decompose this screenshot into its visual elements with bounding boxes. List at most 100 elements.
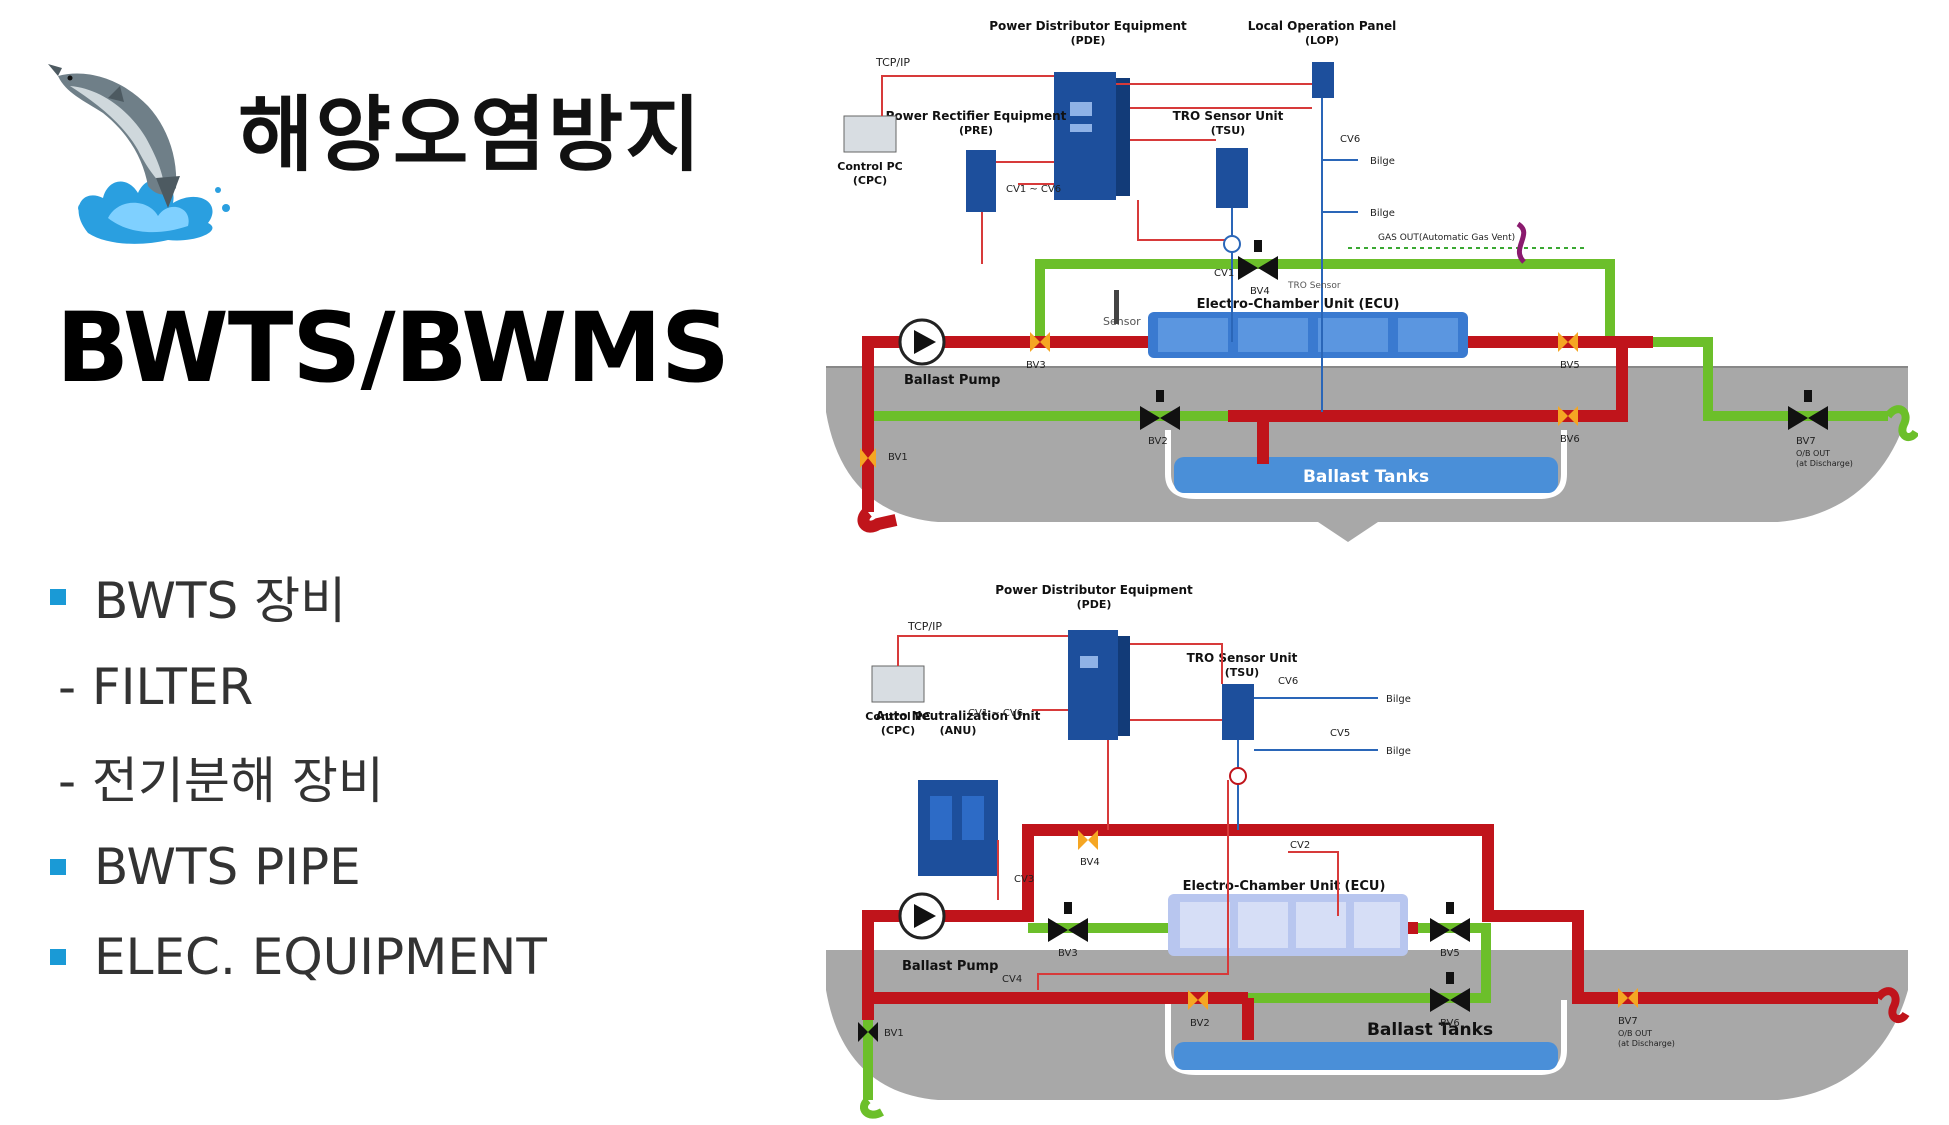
ecu-unit: Electro-Chamber Unit (ECU) [1168,879,1408,956]
cpc-label: Control PC [837,160,902,173]
valve-icon [1030,332,1050,352]
valve-icon [858,1022,878,1042]
valve-icon [1618,988,1638,1008]
cv1-label: CV1 [1214,268,1234,279]
valve-icon [1558,332,1578,352]
bv4-label: BV4 [1250,286,1270,297]
valve-icon [1788,390,1828,430]
bv2-label: BV2 [1148,436,1168,447]
bv1-label: BV1 [884,1028,904,1039]
tsu-abbr: (TSU) [1211,124,1245,137]
bv7-sub-label: (at Discharge) [1618,1039,1675,1048]
cpc-label: Control PC [865,710,930,723]
pde-abbr: (PDE) [1071,34,1106,47]
bullet-item: ELEC. EQUIPMENT [44,912,547,1002]
cpc-monitor [843,115,897,153]
ballast-pump-label: Ballast Pump [904,373,1000,388]
bilge-label: Bilge [1386,746,1411,757]
pde-cabinet [1054,72,1130,200]
ballast-tank [1165,1000,1567,1075]
pre-label: Power Rectifier Equipment [886,109,1067,123]
tcpip-label: TCP/IP [907,620,942,633]
bilge-label: Bilge [1386,694,1411,705]
pre-abbr: (PRE) [959,124,993,137]
bwts-diagram-bottom: Ballast Tanks Electro-Chamber Unit (ECU)… [826,583,1910,1119]
valve-icon [1430,902,1470,942]
valve-icon [1430,972,1470,1012]
sample-lines [1237,697,1378,830]
cv2-label: CV2 [1290,840,1310,851]
tsu-abbr: (TSU) [1225,666,1259,679]
pde-label: Power Distributor Equipment [995,583,1193,597]
bv6-label: BV6 [1560,434,1580,445]
bv4-label: BV4 [1080,857,1100,868]
bv7-sub-label: O/B OUT [1796,449,1830,458]
pde-cabinet [1068,630,1130,740]
anu-cabinet [918,780,998,876]
lop-label: Local Operation Panel [1248,19,1397,33]
ballast-tanks-label: Ballast Tanks [1367,1020,1493,1040]
bullet-item: BWTS PIPE [44,822,547,912]
bullet-label: - FILTER [58,658,254,716]
page-title-korean: 해양오염방지 [238,88,703,183]
lop-panel [1312,62,1334,98]
tcpip-label: TCP/IP [875,56,910,69]
tro-sensor-label: TRO Sensor [1287,281,1341,291]
valve-icon [1238,240,1278,280]
bv7-sub-label: O/B OUT [1618,1029,1652,1038]
salmon-splash-logo-icon [48,64,230,244]
bilge-label: Bilge [1370,208,1395,219]
cv1cv6-label: CV1 ~ CV6 [1006,184,1061,195]
bv3-label: BV3 [1058,948,1078,959]
bullet-list: BWTS 장비 - FILTER - 전기분해 장비 BWTS PIPE ELE… [44,552,547,1002]
anu-abbr: (ANU) [940,724,977,737]
bv1-label: BV1 [888,452,908,463]
ship-hull [826,367,1908,542]
ship-hull [826,950,1908,1100]
sub-bullet-item: - 전기분해 장비 [44,732,547,822]
cpc-abbr: (CPC) [853,174,887,187]
lop-abbr: (LOP) [1305,34,1339,47]
valve-icon [1558,406,1578,426]
cpc-monitor [871,665,925,703]
page-title-english: BWTS/BWMS [56,292,730,404]
ecu-unit: Electro-Chamber Unit (ECU) [1148,297,1468,358]
pre-cabinet [966,150,996,212]
tsu-label: TRO Sensor Unit [1173,109,1284,123]
bullet-label: ELEC. EQUIPMENT [94,928,547,986]
cpc-abbr: (CPC) [881,724,915,737]
bullet-label: - 전기분해 장비 [58,752,384,810]
bv2-label: BV2 [1190,1018,1210,1029]
ballast-pump-label: Ballast Pump [902,959,998,974]
control-cables [897,635,1339,990]
pde-label: Power Distributor Equipment [989,19,1187,33]
bullet-label: BWTS PIPE [94,838,361,896]
pump-icon [898,892,946,940]
bullet-square-icon [50,949,66,965]
pump-icon [898,318,946,366]
bullet-square-icon [50,589,66,605]
bv6-label: BV6 [1440,1018,1460,1029]
bv5-label: BV5 [1560,360,1580,371]
tsu-label: TRO Sensor Unit [1187,651,1298,665]
ballast-tank [1165,430,1567,499]
valve-icon [1188,990,1208,1010]
valve-icon [1078,830,1098,850]
sub-bullet-item: - FILTER [44,642,547,732]
ecu-label: Electro-Chamber Unit (ECU) [1183,879,1386,894]
control-cables [881,75,1312,264]
tsu-unit [1216,148,1248,208]
anu-label: Auto Neutralization Unit [876,709,1041,723]
bullet-item: BWTS 장비 [44,552,547,642]
bv7-sub-label: (at Discharge) [1796,459,1853,468]
sample-lines [1231,98,1358,412]
bv7-label: BV7 [1796,436,1816,447]
cv1cv6-label: CV1 ~ CV6 [968,708,1023,719]
cv5-label: CV5 [1330,728,1350,739]
valve-icon [1140,390,1180,430]
pde-abbr: (PDE) [1077,598,1112,611]
bv5-label: BV5 [1440,948,1460,959]
ecu-label: Electro-Chamber Unit (ECU) [1197,297,1400,312]
bwts-diagram-top: Ballast Tanks Electro-Chamber Unit (ECU)… [826,19,1918,542]
ballast-tanks-label: Ballast Tanks [1303,467,1429,487]
